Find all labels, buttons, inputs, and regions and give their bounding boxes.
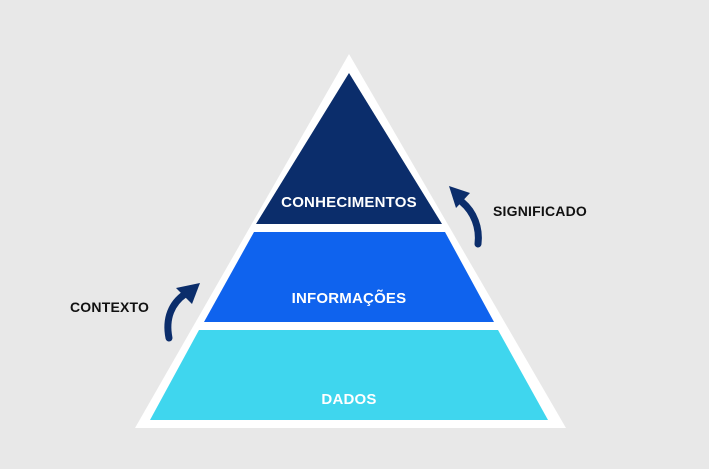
pyramid-level-bottom [150, 330, 548, 420]
level-label-informacoes: INFORMAÇÕES [292, 289, 407, 307]
level-label-dados: DADOS [321, 391, 376, 408]
curved-arrow-up-right-icon [449, 186, 482, 248]
pyramid-level-top [256, 73, 442, 224]
level-label-conhecimentos: CONHECIMENTOS [281, 194, 417, 211]
annotation-significado: SIGNIFICADO [493, 203, 587, 219]
pyramid-level-middle [204, 232, 494, 322]
curved-arrow-up-left-icon [164, 283, 200, 342]
annotation-contexto: CONTEXTO [70, 299, 149, 315]
